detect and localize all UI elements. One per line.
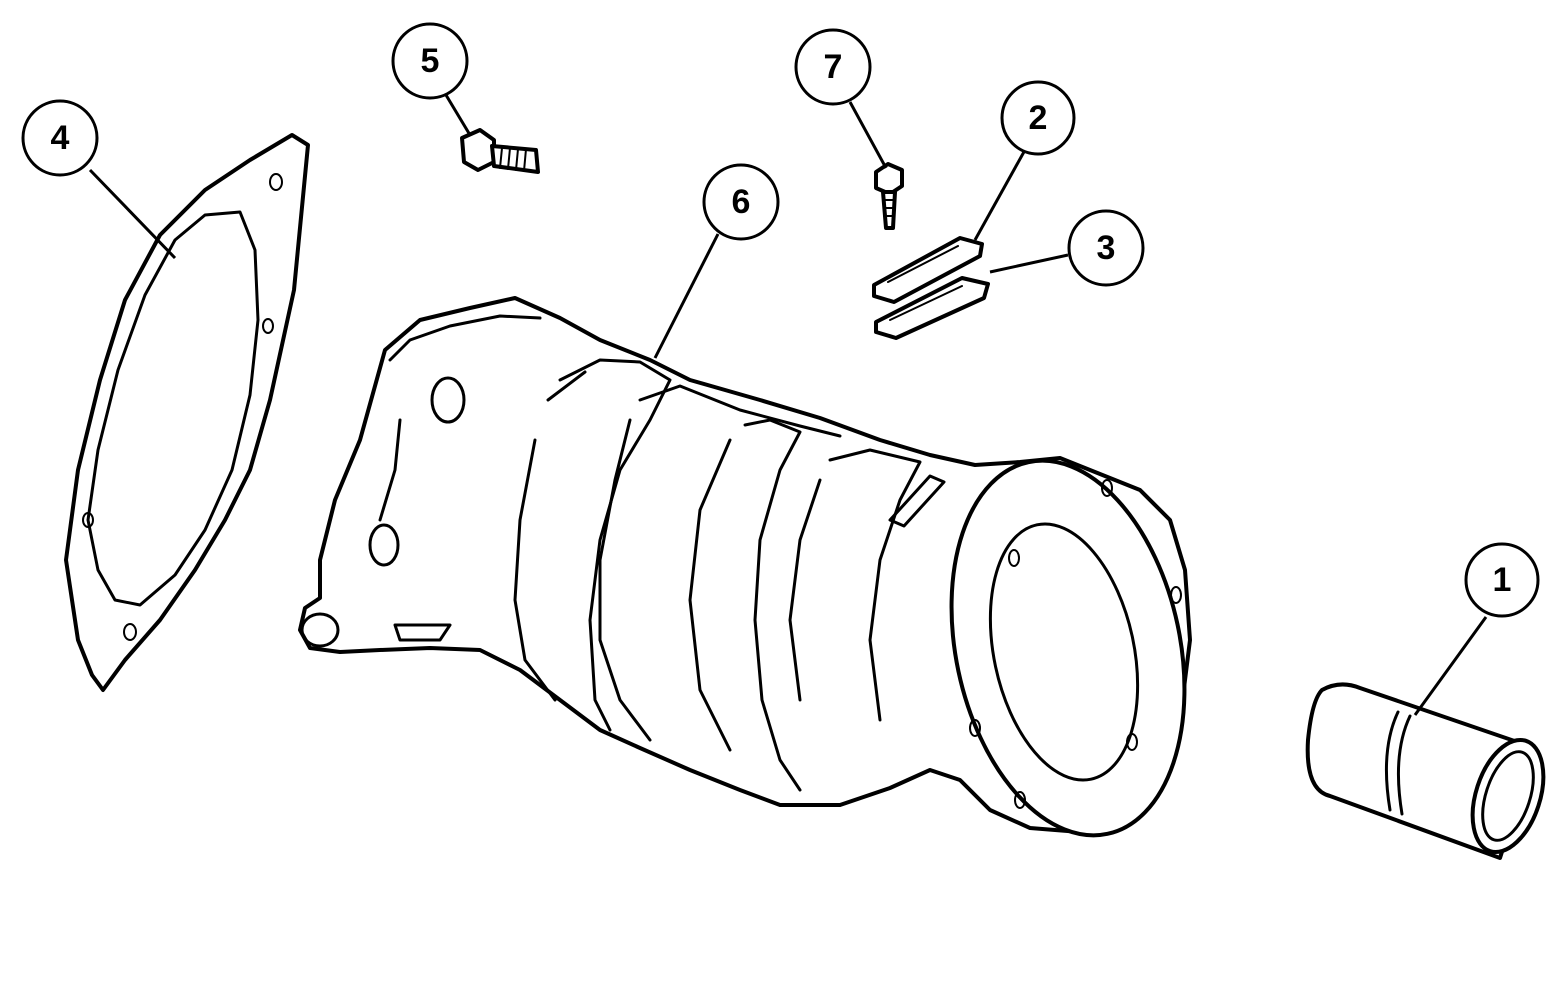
callout-4-label: 4 — [51, 119, 70, 157]
callout-5: 5 — [391, 22, 469, 100]
callout-2: 2 — [1000, 80, 1076, 156]
callout-7-label: 7 — [824, 48, 843, 86]
cover-gasket-part — [874, 276, 990, 340]
callout-6: 6 — [702, 163, 780, 241]
callout-6-label: 6 — [732, 183, 751, 221]
callout-3: 3 — [1067, 209, 1145, 287]
callout-4: 4 — [21, 99, 99, 177]
callout-7: 7 — [794, 28, 872, 106]
leader-line-6 — [653, 233, 720, 359]
leader-lines — [88, 94, 1488, 716]
callout-5-label: 5 — [421, 42, 440, 80]
callout-3-label: 3 — [1097, 229, 1116, 267]
leader-line-5 — [444, 94, 472, 136]
leader-line-7 — [848, 101, 888, 169]
leader-line-1 — [1413, 616, 1488, 716]
small-bolt-part — [874, 162, 904, 230]
leader-line-4 — [88, 168, 177, 260]
callout-2-label: 2 — [1029, 99, 1048, 137]
extension-housing-part — [298, 296, 1192, 838]
bushing-part — [1305, 682, 1546, 860]
callout-1: 1 — [1464, 542, 1540, 618]
leader-line-3 — [989, 253, 1069, 274]
leader-line-2 — [973, 149, 1027, 241]
callout-1-label: 1 — [1493, 561, 1512, 599]
cover-plate-part — [872, 236, 984, 304]
flange-bolt-part — [460, 128, 540, 174]
gasket-part — [64, 133, 310, 692]
